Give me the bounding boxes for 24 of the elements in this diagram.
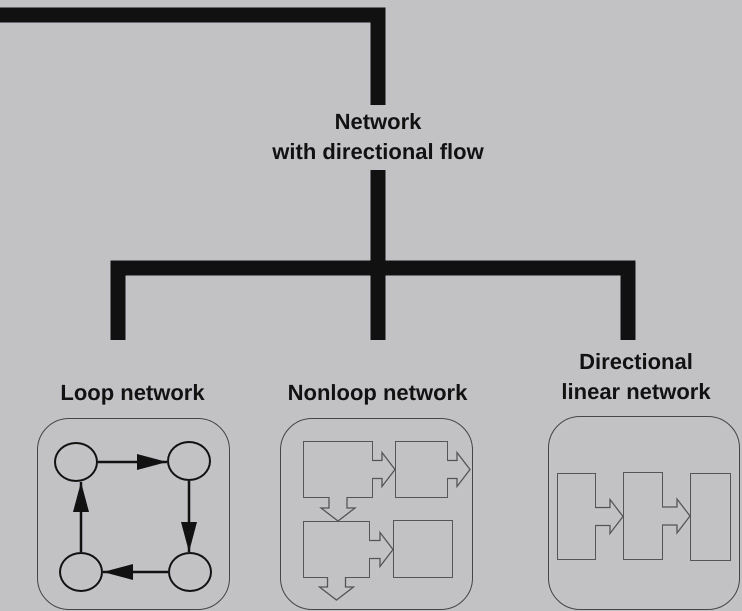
- circle-node: [54, 442, 98, 482]
- block-arrow: [319, 496, 357, 522]
- block-arrow: [661, 497, 691, 535]
- circle-node: [168, 552, 212, 592]
- block-arrow: [368, 530, 394, 568]
- block-arrow: [446, 450, 471, 488]
- network-heading: Loop network: [59, 379, 206, 407]
- block-arrow: [594, 498, 624, 536]
- tree-connector: [0, 8, 386, 105]
- network-heading: Directional linear network: [560, 348, 712, 406]
- arrow: [181, 481, 197, 552]
- root-label: Network with directional flow: [271, 108, 485, 166]
- arrow: [73, 482, 89, 552]
- square-node: [623, 472, 663, 560]
- block-arrow: [371, 450, 396, 488]
- arrow: [98, 454, 167, 470]
- block-arrow: [318, 576, 356, 601]
- square-node: [557, 473, 596, 560]
- square-node: [393, 520, 453, 578]
- circle-node: [59, 552, 103, 592]
- circle-node: [167, 441, 211, 481]
- network-heading: Nonloop network: [286, 379, 468, 407]
- square-node: [690, 473, 731, 561]
- arrow: [103, 564, 168, 580]
